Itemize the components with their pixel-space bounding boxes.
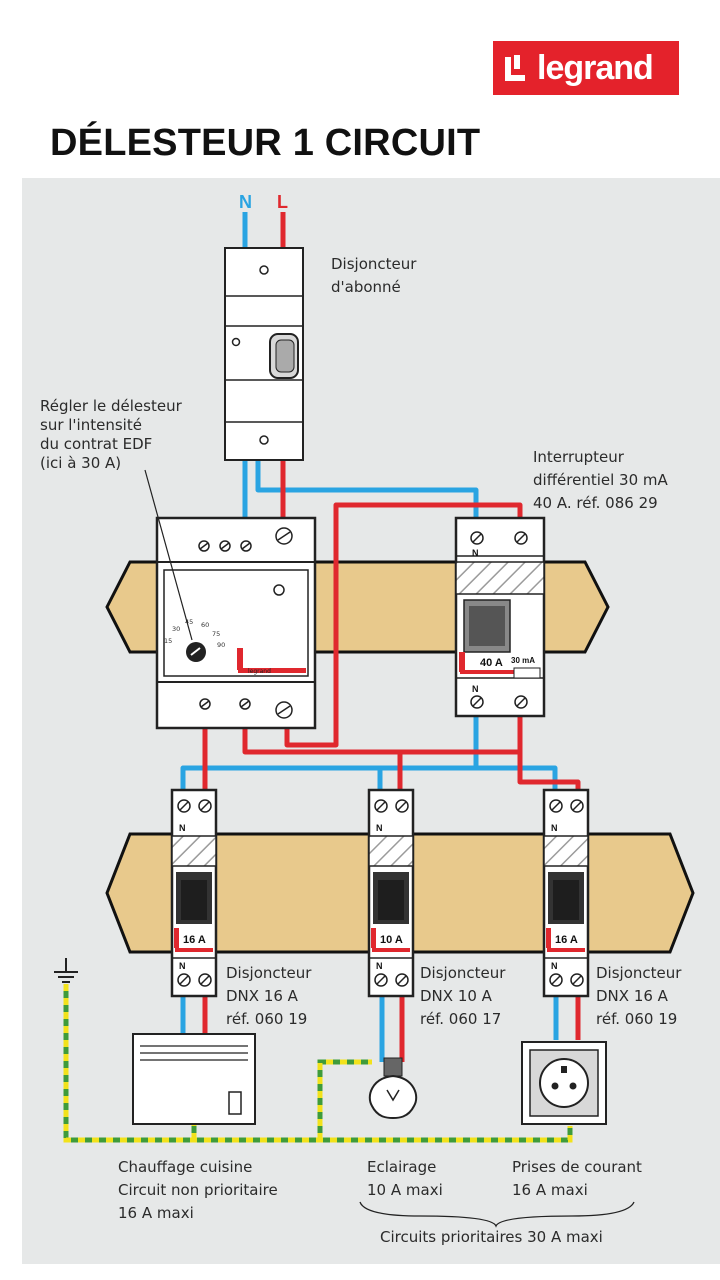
label-line: différentiel 30 mA: [533, 471, 668, 489]
b1-rating: 16 A: [183, 934, 206, 946]
terminal-n: N: [472, 684, 479, 694]
breaker-1-label: Disjoncteur DNX 16 A réf. 060 19: [226, 962, 311, 1031]
label-line: Disjoncteur: [331, 255, 417, 273]
terminal-n: N: [551, 961, 558, 971]
rcd-sensitivity: 30 mA: [511, 656, 535, 665]
page-title: DÉLESTEUR 1 CIRCUIT: [50, 122, 481, 164]
dial-mark: 15: [164, 637, 172, 645]
terminal-n: N: [376, 961, 383, 971]
label-line: réf. 060 19: [596, 1010, 678, 1028]
label-line: du contrat EDF: [40, 435, 153, 453]
b2-rating: 10 A: [380, 934, 403, 946]
dial-mark: 60: [201, 621, 209, 629]
terminal-n: N: [551, 823, 558, 833]
dial-mark: 45: [185, 618, 193, 626]
label-line: réf. 060 17: [420, 1010, 502, 1028]
label-line: Disjoncteur: [226, 964, 312, 982]
breaker-2-label: Disjoncteur DNX 10 A réf. 060 17: [420, 962, 505, 1031]
load-shedder: 15 30 45 60 75 90 legrand: [144, 469, 317, 730]
setting-note-label: Régler le délesteur sur l'intensité du c…: [40, 397, 182, 473]
rcd-module: 40 A 30 mA N N: [454, 516, 546, 718]
terminal-n: N: [472, 548, 479, 558]
label-line: réf. 060 19: [226, 1010, 308, 1028]
label-line: 16 A maxi: [512, 1181, 588, 1199]
sockets-label: Prises de courant 16 A maxi: [512, 1156, 642, 1202]
dnx-breaker-2: 10 A N N: [367, 788, 415, 998]
main-breaker-label: Disjoncteur d'abonné: [331, 253, 416, 299]
terminal-n: N: [376, 823, 383, 833]
light-bulb-icon: [368, 1057, 418, 1120]
label-line: 16 A maxi: [118, 1204, 194, 1222]
main-breaker: [224, 247, 304, 461]
breaker-3-label: Disjoncteur DNX 16 A réf. 060 19: [596, 962, 681, 1031]
label-line: DNX 10 A: [420, 987, 492, 1005]
legrand-logo: legrand: [493, 41, 679, 95]
dial-mark: 75: [212, 630, 220, 638]
heating-label: Chauffage cuisine Circuit non prioritair…: [118, 1156, 278, 1225]
label-line: Disjoncteur: [596, 964, 682, 982]
lighting-label: Eclairage 10 A maxi: [367, 1156, 443, 1202]
label-line: 40 A. réf. 086 29: [533, 494, 658, 512]
label-line: Circuit non prioritaire: [118, 1181, 278, 1199]
label-line: 10 A maxi: [367, 1181, 443, 1199]
module-brand: legrand: [248, 668, 271, 675]
label-line: sur l'intensité: [40, 416, 142, 434]
live-wires: [202, 212, 581, 1062]
label-line: Disjoncteur: [420, 964, 506, 982]
brand-name: legrand: [537, 49, 654, 87]
dial-mark: 90: [217, 641, 225, 649]
label-line: Chauffage cuisine: [118, 1158, 253, 1176]
label-line: Prises de courant: [512, 1158, 642, 1176]
label-line: Interrupteur: [533, 448, 624, 466]
priority-brace: [359, 1201, 635, 1228]
rcd-label: Interrupteur différentiel 30 mA 40 A. ré…: [533, 446, 668, 515]
label-line: d'abonné: [331, 278, 401, 296]
label-line: DNX 16 A: [596, 987, 668, 1005]
power-socket-icon: [521, 1041, 607, 1125]
label-line: Régler le délesteur: [40, 397, 182, 415]
dnx-breaker-3: 16 A N N: [542, 788, 590, 998]
label-line: DNX 16 A: [226, 987, 298, 1005]
live-label: L: [277, 192, 288, 212]
dnx-breaker-1: 16 A N N: [170, 788, 218, 998]
b3-rating: 16 A: [555, 934, 578, 946]
legrand-mark-icon: [503, 53, 529, 83]
heater-icon: [132, 1033, 256, 1125]
label-line: Eclairage: [367, 1158, 437, 1176]
neutral-label: N: [239, 192, 252, 212]
terminal-n: N: [179, 961, 186, 971]
label-line: (ici à 30 A): [40, 454, 122, 472]
earth-symbol-icon: [54, 958, 78, 983]
dial-mark: 30: [172, 625, 180, 633]
terminal-n: N: [179, 823, 186, 833]
rcd-rating: 40 A: [480, 657, 503, 669]
priority-circuits-label: Circuits prioritaires 30 A maxi: [380, 1228, 603, 1246]
